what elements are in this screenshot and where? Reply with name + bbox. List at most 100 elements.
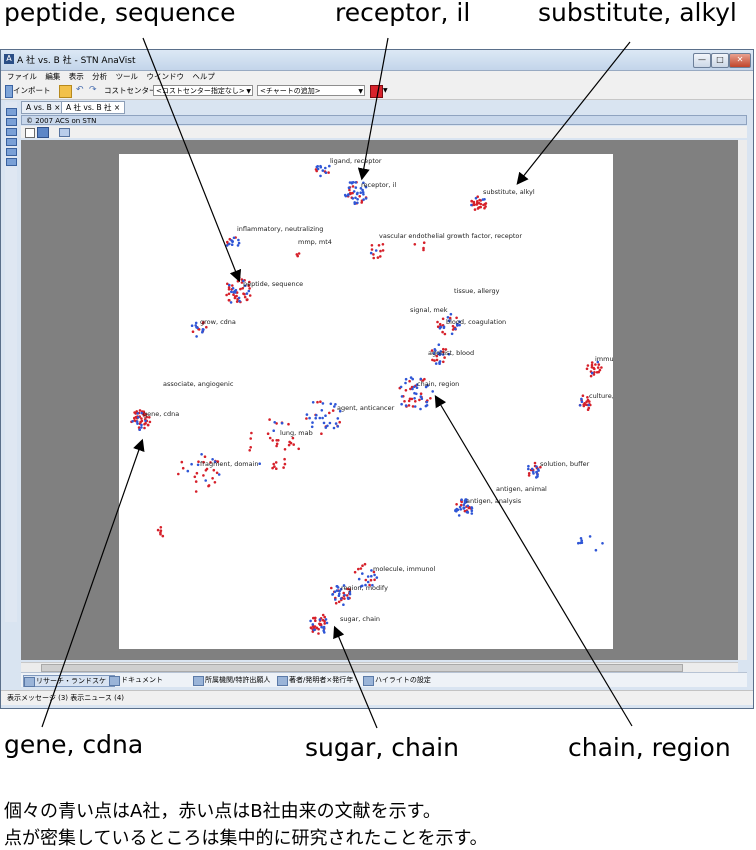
document-dot-company-a[interactable] bbox=[190, 324, 194, 327]
document-dot-company-a[interactable] bbox=[348, 592, 352, 596]
document-dot-company-b[interactable] bbox=[442, 360, 445, 364]
document-dot-company-b[interactable] bbox=[323, 615, 326, 619]
tab-authors-year[interactable]: 著者/発明者×発行年 bbox=[277, 675, 353, 686]
document-dot-company-b[interactable] bbox=[143, 426, 146, 430]
document-dot-company-a[interactable] bbox=[400, 402, 403, 406]
document-dot-company-b[interactable] bbox=[321, 613, 325, 617]
document-dot-company-b[interactable] bbox=[235, 300, 239, 303]
document-dot-company-a[interactable] bbox=[138, 428, 141, 432]
document-dot-company-a[interactable] bbox=[481, 198, 485, 201]
document-dot-company-a[interactable] bbox=[186, 469, 190, 473]
document-dot-company-a[interactable] bbox=[419, 395, 423, 398]
document-dot-company-b[interactable] bbox=[297, 447, 300, 451]
document-dot-company-b[interactable] bbox=[241, 287, 244, 290]
document-dot-company-a[interactable] bbox=[237, 238, 240, 242]
document-dot-company-a[interactable] bbox=[311, 401, 315, 404]
document-dot-company-b[interactable] bbox=[144, 421, 147, 425]
menu-help[interactable]: ヘルプ bbox=[192, 72, 215, 81]
document-dot-company-b[interactable] bbox=[248, 294, 252, 297]
document-dot-company-b[interactable] bbox=[472, 200, 476, 204]
document-dot-company-b[interactable] bbox=[159, 532, 162, 536]
document-dot-company-b[interactable] bbox=[275, 467, 278, 471]
document-dot-company-b[interactable] bbox=[410, 385, 414, 389]
chart-add-select[interactable]: <チャートの追加> ▼ bbox=[257, 85, 365, 96]
document-dot-company-b[interactable] bbox=[422, 248, 425, 252]
document-dot-company-b[interactable] bbox=[408, 397, 412, 401]
document-dot-company-a[interactable] bbox=[455, 509, 458, 513]
document-dot-company-a[interactable] bbox=[437, 352, 440, 355]
document-dot-company-a[interactable] bbox=[140, 426, 143, 429]
document-dot-company-b[interactable] bbox=[334, 601, 338, 605]
document-dot-company-a[interactable] bbox=[470, 512, 474, 515]
document-dot-company-b[interactable] bbox=[203, 455, 207, 459]
document-dot-company-b[interactable] bbox=[435, 358, 439, 362]
document-dot-company-b[interactable] bbox=[328, 411, 331, 415]
document-dot-company-b[interactable] bbox=[477, 206, 480, 210]
document-dot-company-b[interactable] bbox=[379, 249, 382, 253]
document-dot-company-b[interactable] bbox=[441, 330, 444, 334]
document-dot-company-b[interactable] bbox=[422, 241, 426, 244]
document-dot-company-b[interactable] bbox=[363, 562, 367, 566]
document-dot-company-a[interactable] bbox=[459, 508, 463, 511]
document-dot-company-b[interactable] bbox=[135, 410, 138, 413]
document-dot-company-a[interactable] bbox=[315, 165, 319, 169]
document-dot-company-a[interactable] bbox=[530, 467, 534, 471]
document-dot-company-b[interactable] bbox=[231, 284, 234, 287]
document-dot-company-a[interactable] bbox=[333, 590, 337, 594]
document-dot-company-b[interactable] bbox=[443, 332, 447, 336]
document-dot-company-a[interactable] bbox=[425, 400, 429, 404]
document-dot-company-a[interactable] bbox=[322, 627, 326, 630]
document-dot-company-a[interactable] bbox=[438, 327, 442, 330]
document-dot-company-b[interactable] bbox=[282, 466, 285, 469]
document-dot-company-b[interactable] bbox=[351, 185, 355, 188]
document-dot-company-b[interactable] bbox=[250, 431, 253, 435]
document-dot-company-b[interactable] bbox=[478, 198, 482, 202]
document-dot-company-a[interactable] bbox=[322, 629, 325, 632]
document-dot-company-b[interactable] bbox=[243, 295, 247, 299]
document-dot-company-b[interactable] bbox=[239, 287, 242, 291]
document-dot-company-b[interactable] bbox=[271, 466, 274, 470]
tab-highlight-settings[interactable]: ハイライトの設定 bbox=[363, 675, 431, 686]
document-dot-company-b[interactable] bbox=[586, 398, 590, 402]
document-dot-company-b[interactable] bbox=[372, 570, 376, 574]
document-dot-company-b[interactable] bbox=[161, 534, 165, 538]
document-dot-company-a[interactable] bbox=[580, 541, 584, 544]
document-dot-company-a[interactable] bbox=[273, 421, 276, 424]
document-dot-company-a[interactable] bbox=[140, 423, 143, 427]
document-dot-company-a[interactable] bbox=[242, 279, 245, 283]
menu-edit[interactable]: 編集 bbox=[45, 72, 61, 81]
redo-icon[interactable]: ↷ bbox=[89, 85, 97, 95]
document-dot-company-a[interactable] bbox=[231, 240, 234, 243]
document-dot-company-a[interactable] bbox=[144, 419, 147, 423]
document-dot-company-b[interactable] bbox=[148, 420, 152, 424]
document-dot-company-a[interactable] bbox=[357, 577, 361, 581]
document-dot-company-a[interactable] bbox=[351, 197, 355, 200]
document-dot-company-b[interactable] bbox=[586, 408, 590, 411]
document-dot-company-b[interactable] bbox=[233, 296, 237, 300]
document-dot-company-b[interactable] bbox=[216, 460, 220, 463]
document-dot-company-b[interactable] bbox=[177, 472, 180, 476]
document-dot-company-b[interactable] bbox=[245, 298, 249, 301]
document-dot-company-b[interactable] bbox=[483, 206, 486, 210]
cost-center-select[interactable]: <コストセンター指定なし> ▼ bbox=[153, 85, 253, 96]
document-dot-company-a[interactable] bbox=[230, 290, 233, 294]
document-dot-company-a[interactable] bbox=[413, 391, 416, 395]
document-dot-company-b[interactable] bbox=[358, 195, 361, 198]
document-dot-company-a[interactable] bbox=[535, 465, 538, 468]
document-dot-company-b[interactable] bbox=[140, 417, 143, 420]
document-dot-company-b[interactable] bbox=[590, 363, 594, 367]
document-dot-company-a[interactable] bbox=[195, 335, 198, 338]
document-dot-company-b[interactable] bbox=[583, 402, 586, 405]
document-dot-company-b[interactable] bbox=[180, 460, 184, 464]
document-dot-company-a[interactable] bbox=[457, 514, 461, 517]
document-dot-company-a[interactable] bbox=[334, 422, 338, 425]
document-dot-company-a[interactable] bbox=[347, 193, 350, 196]
document-dot-company-b[interactable] bbox=[209, 461, 212, 464]
document-dot-company-a[interactable] bbox=[580, 400, 584, 403]
document-dot-company-b[interactable] bbox=[211, 477, 214, 480]
document-dot-company-a[interactable] bbox=[419, 377, 423, 381]
document-dot-company-b[interactable] bbox=[442, 350, 445, 354]
document-dot-company-a[interactable] bbox=[460, 498, 463, 502]
document-dot-company-b[interactable] bbox=[268, 418, 271, 421]
document-dot-company-a[interactable] bbox=[325, 621, 329, 625]
